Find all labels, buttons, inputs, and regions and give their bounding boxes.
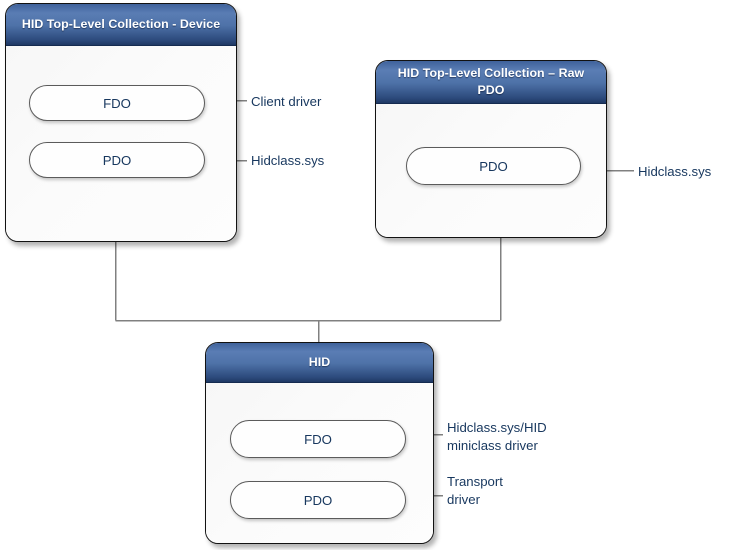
callout-hidclass-device-pdo: Hidclass.sys (251, 153, 325, 168)
raw-pdo-object-pdo[interactable]: PDO (406, 147, 581, 185)
hid-object-fdo[interactable]: FDO (230, 420, 406, 458)
hid-object-pdo[interactable]: PDO (230, 481, 406, 519)
callout-transport-driver: Transport driver (447, 474, 503, 507)
node-body-device: FDO PDO (6, 46, 236, 241)
node-hid-top-level-collection-raw-pdo[interactable]: HID Top-Level Collection – Raw PDO PDO (375, 60, 607, 238)
node-header-device: HID Top-Level Collection - Device (6, 4, 236, 46)
node-header-raw-pdo: HID Top-Level Collection – Raw PDO (376, 61, 606, 104)
callout-client-driver: Client driver (251, 94, 322, 109)
node-hid-top-level-collection-device[interactable]: HID Top-Level Collection - Device FDO PD… (5, 3, 237, 242)
node-hid[interactable]: HID FDO PDO (205, 342, 434, 544)
node-header-hid: HID (206, 343, 433, 383)
callout-hidclass-raw-pdo: Hidclass.sys (638, 164, 712, 179)
node-body-hid: FDO PDO (206, 383, 433, 543)
node-body-raw-pdo: PDO (376, 104, 606, 237)
device-object-fdo[interactable]: FDO (29, 85, 205, 121)
callout-hidclass-hid-miniclass-driver: Hidclass.sys/HID miniclass driver (447, 420, 547, 453)
device-object-pdo[interactable]: PDO (29, 142, 205, 178)
